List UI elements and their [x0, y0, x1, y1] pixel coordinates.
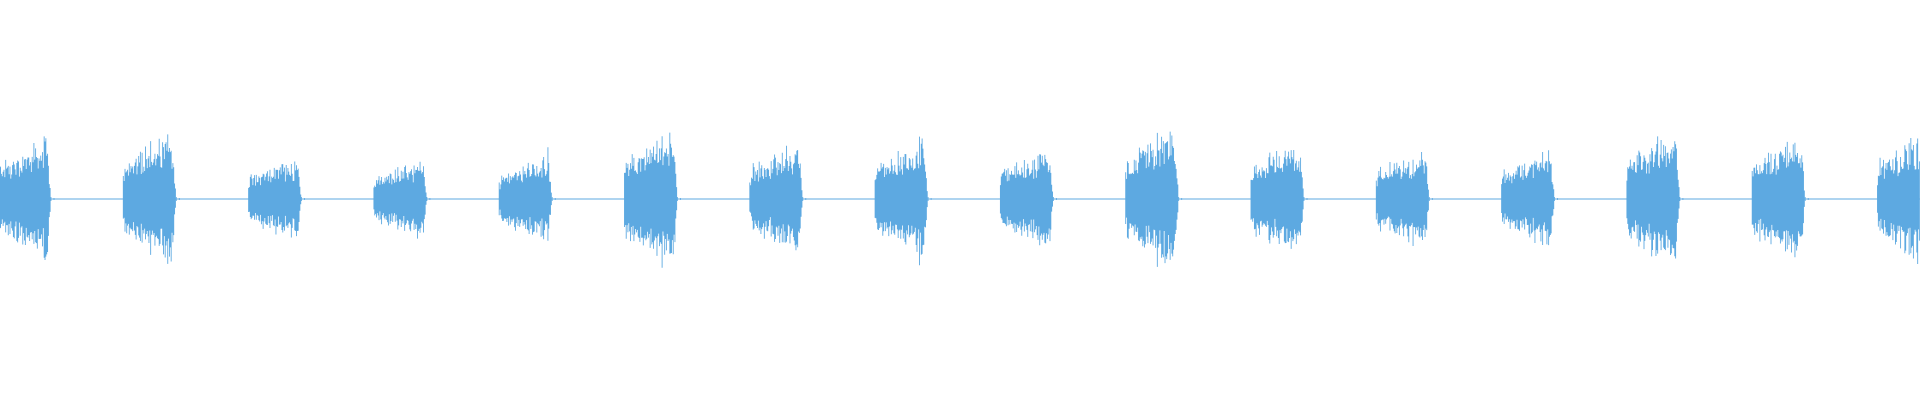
waveform-burst-tail [1178, 197, 1183, 201]
waveform-burst [1501, 150, 1558, 246]
waveform-burst [1626, 136, 1684, 259]
waveform-burst [874, 136, 932, 266]
waveform-burst [624, 132, 681, 268]
waveform-burst-tail [1804, 197, 1809, 201]
waveform-burst-tail [1554, 197, 1558, 201]
waveform-burst-lines [749, 145, 803, 251]
waveform-burst [122, 134, 180, 264]
waveform-burst-tail [301, 197, 305, 201]
waveform-burst-lines [248, 161, 302, 238]
waveform-bursts [0, 131, 1920, 268]
waveform-burst [498, 147, 556, 241]
waveform-burst-lines [999, 154, 1053, 246]
waveform-burst-tail [551, 197, 556, 201]
waveform-burst [999, 154, 1057, 246]
waveform-burst [248, 161, 305, 238]
waveform-burst-tail [1303, 197, 1308, 201]
waveform-burst-tail [1053, 197, 1057, 201]
waveform-burst-tail [50, 197, 55, 201]
waveform-burst [1125, 131, 1183, 267]
waveform-burst [749, 145, 807, 251]
waveform-burst-tail [1679, 197, 1684, 201]
waveform-burst-lines [624, 132, 678, 268]
waveform-burst [1751, 141, 1809, 258]
waveform-burst [1250, 150, 1308, 249]
waveform-burst-lines [874, 136, 928, 266]
waveform-burst [1877, 138, 1920, 265]
waveform-burst-lines [1626, 136, 1680, 259]
waveform-burst-tail [1428, 197, 1433, 201]
waveform-burst-tail [175, 197, 180, 201]
waveform-burst [373, 161, 431, 239]
waveform-burst-tail [927, 197, 932, 201]
waveform-burst-lines [1250, 150, 1304, 249]
waveform-burst-lines [1877, 138, 1920, 265]
waveform-burst-lines [498, 147, 552, 241]
waveform-burst-lines [0, 136, 51, 260]
waveform-burst-lines [1125, 131, 1179, 267]
waveform-burst-lines [1375, 152, 1429, 246]
waveform-burst-lines [1751, 141, 1805, 258]
waveform-burst [1375, 152, 1433, 246]
waveform-burst-tail [677, 197, 681, 201]
waveform-burst-tail [802, 197, 807, 201]
waveform-burst-lines [1501, 150, 1555, 246]
waveform-burst-lines [122, 134, 176, 264]
waveform-burst-tail [426, 197, 431, 201]
waveform-burst-lines [373, 161, 427, 239]
waveform-burst [0, 136, 55, 260]
